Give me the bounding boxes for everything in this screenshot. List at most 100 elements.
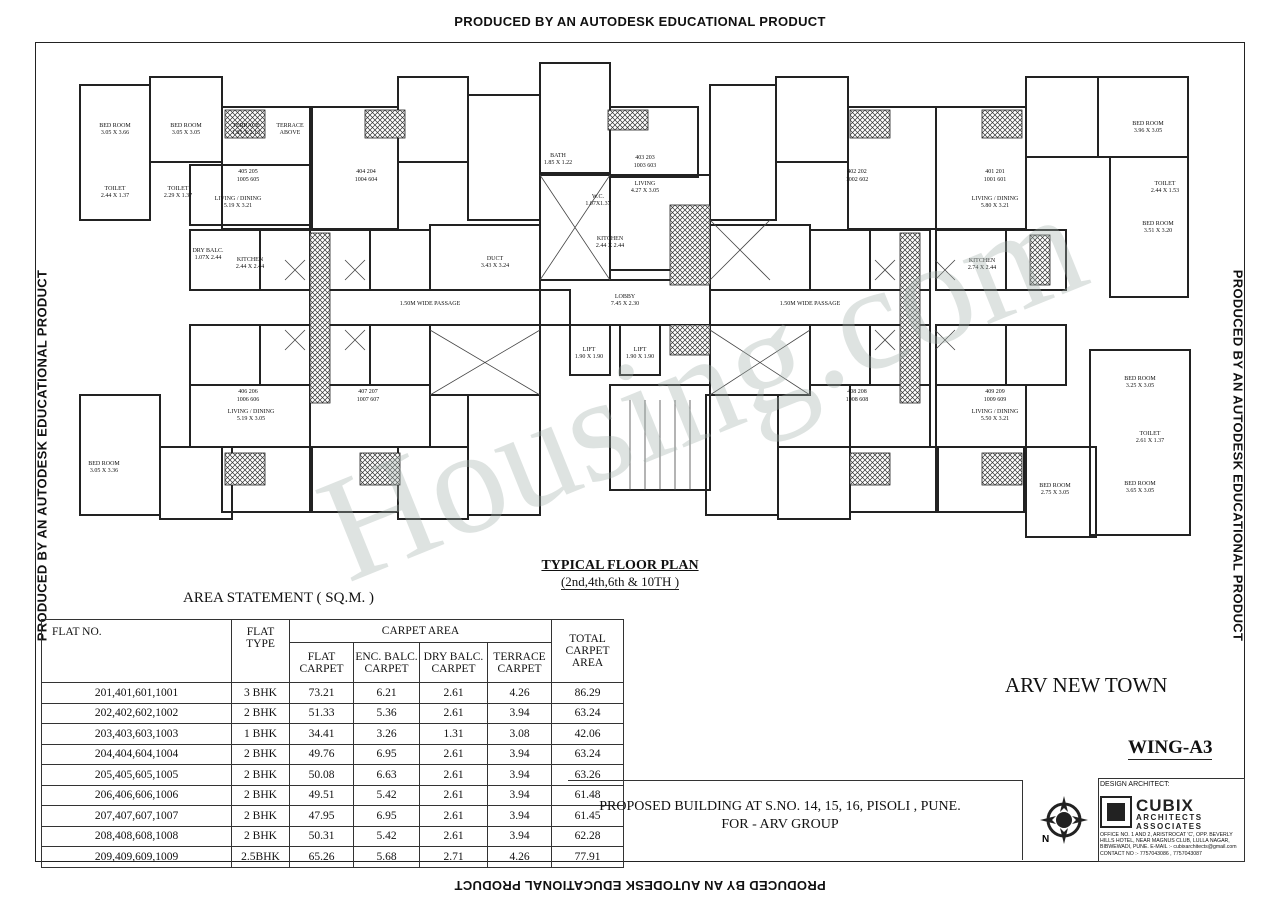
flat-tag: 409 209	[985, 389, 1005, 395]
table-cell: 61.48	[551, 784, 624, 806]
table-cell: 2 BHK	[231, 825, 290, 847]
table-cell: 63.24	[551, 743, 624, 765]
room-name: BED ROOM	[1039, 483, 1071, 489]
room-name: DRY BALC.	[192, 248, 224, 254]
room-name: LIFT	[583, 347, 596, 353]
proposal-line1: PROPOSED BUILDING AT S.NO. 14, 15, 16, P…	[599, 799, 961, 814]
room-dimension: 5.50 X 3.21	[981, 416, 1009, 422]
table-cell: 6.21	[353, 682, 420, 704]
table-cell: 62.28	[551, 825, 624, 847]
room-name: TOILET	[1140, 431, 1161, 437]
room-name: LOBBY	[615, 294, 636, 300]
flat-tag: 403 203	[635, 155, 655, 161]
table-cell: 1 BHK	[231, 723, 290, 745]
header-enc-balc: ENC. BALC. CARPET	[353, 642, 420, 683]
room-dimension: 3.05 X 3.66	[101, 130, 129, 136]
room-name: BED ROOM	[1132, 121, 1164, 127]
room-dimension: 5.19 X 3.05	[237, 416, 265, 422]
room-dimension: 1.90 X 1.90	[626, 354, 654, 360]
table-cell: 50.31	[289, 825, 354, 847]
room-dimension: 3.96 X 3.05	[1134, 128, 1162, 134]
room-dimension: 3.43 X 3.24	[481, 263, 509, 269]
table-cell: 3.94	[487, 702, 552, 724]
flat-tag: 1002 602	[846, 177, 869, 183]
area-statement-title: AREA STATEMENT ( SQ.M. )	[183, 590, 375, 606]
room-name: TOILET	[105, 186, 126, 192]
room-name: DUCT	[487, 256, 504, 262]
flat-tag: 407 207	[358, 389, 378, 395]
room-name: W.C.	[592, 194, 605, 200]
table-cell: 50.08	[289, 764, 354, 786]
room-dimension: 2.75 X 3.05	[1041, 490, 1069, 496]
room-name: BED ROOM	[1124, 376, 1156, 382]
drawing-frame	[35, 42, 1245, 862]
table-cell: 47.95	[289, 805, 354, 827]
flat-numbers-cell: 205,405,605,1005	[41, 764, 232, 786]
room-dimension: 2.29 X 1.37	[164, 193, 192, 199]
room-dimension: 2.44 X 2.44	[236, 264, 264, 270]
project-name: ARV NEW TOWN	[1005, 673, 1168, 697]
table-cell: 51.33	[289, 702, 354, 724]
flat-numbers-cell: 202,402,602,1002	[41, 702, 232, 724]
room-name: LIFT	[634, 347, 647, 353]
room-dimension: 3.25 X 3.05	[1126, 383, 1154, 389]
table-cell: 3.94	[487, 764, 552, 786]
table-cell: 2 BHK	[231, 743, 290, 765]
proposal-line2: FOR - ARV GROUP	[721, 817, 839, 832]
svg-text:ASSOCIATES: ASSOCIATES	[1136, 822, 1202, 831]
room-name: KITCHEN	[597, 236, 624, 242]
flat-tag: 1003 603	[634, 163, 657, 169]
table-cell: 49.51	[289, 784, 354, 806]
room-name: BED ROOM	[99, 123, 131, 129]
room-dimension: 1.07X 2.44	[195, 255, 222, 261]
table-cell: 2.61	[419, 702, 488, 724]
flat-tag: 1006 606	[237, 397, 260, 403]
header-terrace: TERRACE CARPET	[487, 642, 552, 683]
flat-tag: 1005 605	[237, 177, 260, 183]
cubix-logo-icon: CUBIX ARCHITECTS ASSOCIATES	[1100, 796, 1203, 831]
table-cell: 73.21	[289, 682, 354, 704]
architect-box	[1098, 778, 1245, 862]
flat-tag: 405 205	[238, 169, 258, 175]
room-name: BED ROOM	[88, 461, 120, 467]
room-name: LIVING / DINING	[972, 196, 1019, 202]
room-name: KITCHEN	[969, 258, 996, 264]
flat-numbers-cell: 207,407,607,1007	[41, 805, 232, 827]
table-cell: 2.61	[419, 805, 488, 827]
table-cell: 34.41	[289, 723, 354, 745]
svg-text:ARCHITECTS: ARCHITECTS	[1136, 813, 1203, 822]
flat-numbers-cell: 203,403,603,1003	[41, 723, 232, 745]
proposal-text: PROPOSED BUILDING AT S.NO. 14, 15, 16, P…	[570, 798, 990, 834]
room-dimension: 2.44 X 1.53	[1151, 188, 1179, 194]
room-dimension: 4.27 X 3.05	[631, 188, 659, 194]
plan-title: TYPICAL FLOOR PLAN (2nd,4th,6th & 10TH )	[520, 558, 720, 591]
table-cell: 2.71	[419, 846, 488, 868]
svg-text:CUBIX: CUBIX	[1136, 796, 1194, 815]
design-architect-label: DESIGN ARCHITECT:	[1100, 781, 1170, 788]
flat-tag: 401 201	[985, 169, 1005, 175]
table-cell: 3.26	[353, 723, 420, 745]
header-flat-type: FLAT TYPE	[231, 619, 290, 683]
room-name: TERRACE	[232, 123, 260, 129]
room-dimension: 7.45 X 2.30	[611, 301, 639, 307]
table-cell: 5.68	[353, 846, 420, 868]
flat-numbers-cell: 208,408,608,1008	[41, 825, 232, 847]
room-name: 1.50M WIDE PASSAGE	[400, 301, 461, 307]
room-name: TOILET	[1155, 181, 1176, 187]
flat-tag: 406 206	[238, 389, 258, 395]
room-name: LIVING	[635, 181, 656, 187]
table-cell: 3.94	[487, 805, 552, 827]
table-cell: 42.06	[551, 723, 624, 745]
room-dimension: 5.19 X 3.21	[224, 203, 252, 209]
room-dimension: 2.74 X 2.44	[968, 265, 996, 271]
room-dimension: 1.85 X 1.22	[544, 160, 572, 166]
table-cell: 65.26	[289, 846, 354, 868]
plan-title-line1: TYPICAL FLOOR PLAN	[541, 558, 699, 573]
